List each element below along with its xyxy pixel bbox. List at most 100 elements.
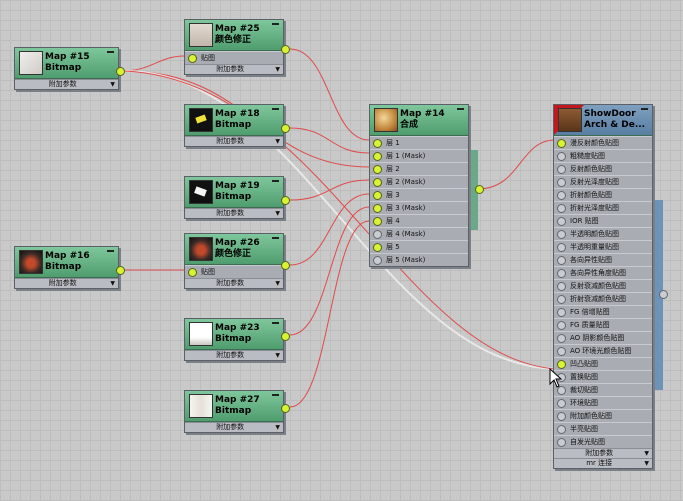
input-slot[interactable]: 凹凸贴图: [554, 357, 652, 370]
input-socket[interactable]: [373, 165, 382, 174]
output-socket[interactable]: [659, 290, 668, 299]
input-slot[interactable]: FG 倍增贴图: [554, 305, 652, 318]
input-slot[interactable]: 环境贴图: [554, 396, 652, 409]
node-header[interactable]: Map #23 Bitmap: [185, 319, 283, 350]
input-socket[interactable]: [557, 425, 566, 434]
params-rollout[interactable]: 附加参数▼: [15, 278, 118, 288]
input-socket[interactable]: [373, 230, 382, 239]
chevron-down-icon[interactable]: ▼: [644, 450, 649, 457]
input-socket[interactable]: [373, 243, 382, 252]
input-socket[interactable]: [557, 308, 566, 317]
input-socket[interactable]: [557, 178, 566, 187]
chevron-down-icon[interactable]: ▼: [110, 280, 115, 287]
params-rollout[interactable]: 附加参数▼: [185, 422, 283, 432]
input-socket[interactable]: [557, 243, 566, 252]
params-rollout[interactable]: 附加参数▼: [15, 79, 118, 89]
minimize-icon[interactable]: [272, 23, 279, 25]
node-map18[interactable]: Map #18 Bitmap 附加参数▼: [184, 104, 290, 147]
input-socket[interactable]: [557, 438, 566, 447]
output-socket[interactable]: [281, 261, 290, 270]
chevron-down-icon[interactable]: ▼: [275, 424, 280, 431]
input-slot[interactable]: 附加颜色贴图: [554, 409, 652, 422]
node-header[interactable]: Map #14 合成: [370, 105, 468, 136]
minimize-icon[interactable]: [272, 237, 279, 239]
input-socket[interactable]: [373, 191, 382, 200]
input-socket[interactable]: [373, 217, 382, 226]
input-slot-layer1[interactable]: 层 1: [370, 136, 468, 149]
input-slot[interactable]: 反射光泽度贴图: [554, 175, 652, 188]
node-map19[interactable]: Map #19 Bitmap 附加参数▼: [184, 176, 290, 219]
input-slot[interactable]: 贴图: [185, 51, 283, 64]
chevron-down-icon[interactable]: ▼: [275, 138, 280, 145]
input-socket[interactable]: [373, 204, 382, 213]
mr-connection-rollout[interactable]: mr 连接▼: [554, 458, 652, 468]
input-socket[interactable]: [557, 217, 566, 226]
input-socket[interactable]: [557, 412, 566, 421]
input-socket[interactable]: [188, 268, 197, 277]
input-socket[interactable]: [557, 360, 566, 369]
input-slot-layer1-mask[interactable]: 层 1 (Mask): [370, 149, 468, 162]
input-slot[interactable]: 裁切贴图: [554, 383, 652, 396]
chevron-down-icon[interactable]: ▼: [644, 460, 649, 467]
node-map26[interactable]: Map #26 颜色修正 贴图 附加参数▼: [184, 233, 290, 289]
input-socket[interactable]: [557, 191, 566, 200]
minimize-icon[interactable]: [107, 51, 114, 53]
input-socket[interactable]: [373, 139, 382, 148]
input-slot[interactable]: AO 阴影颜色贴图: [554, 331, 652, 344]
chevron-down-icon[interactable]: ▼: [275, 66, 280, 73]
input-slot[interactable]: 各向异性角度贴图: [554, 266, 652, 279]
output-socket[interactable]: [116, 266, 125, 275]
params-rollout[interactable]: 附加参数▼: [185, 64, 283, 74]
input-socket[interactable]: [557, 230, 566, 239]
node-header[interactable]: Map #26 颜色修正: [185, 234, 283, 265]
input-socket[interactable]: [557, 139, 566, 148]
input-socket[interactable]: [557, 165, 566, 174]
input-slot[interactable]: 反射衰减颜色贴图: [554, 279, 652, 292]
input-slot-layer3-mask[interactable]: 层 3 (Mask): [370, 201, 468, 214]
input-slot[interactable]: FG 质量贴图: [554, 318, 652, 331]
params-rollout[interactable]: 附加参数▼: [185, 208, 283, 218]
minimize-icon[interactable]: [272, 394, 279, 396]
input-slot-layer2-mask[interactable]: 层 2 (Mask): [370, 175, 468, 188]
output-socket[interactable]: [116, 67, 125, 76]
output-socket[interactable]: [281, 124, 290, 133]
params-rollout[interactable]: 附加参数▼: [554, 448, 652, 458]
input-socket[interactable]: [373, 178, 382, 187]
input-socket[interactable]: [557, 256, 566, 265]
minimize-icon[interactable]: [272, 108, 279, 110]
input-slot-layer2[interactable]: 层 2: [370, 162, 468, 175]
node-map25[interactable]: Map #25 颜色修正 贴图 附加参数▼: [184, 19, 290, 75]
output-socket[interactable]: [281, 45, 290, 54]
input-slot[interactable]: 半透明重量贴图: [554, 240, 652, 253]
node-header[interactable]: ShowDoor Arch & De...: [554, 105, 652, 136]
node-map23[interactable]: Map #23 Bitmap 附加参数▼: [184, 318, 290, 361]
input-socket[interactable]: [557, 399, 566, 408]
node-header[interactable]: Map #25 颜色修正: [185, 20, 283, 51]
node-header[interactable]: Map #16 Bitmap: [15, 247, 118, 278]
input-socket[interactable]: [557, 334, 566, 343]
input-socket[interactable]: [557, 347, 566, 356]
input-slot[interactable]: 自发光贴图: [554, 435, 652, 448]
input-slot[interactable]: 各向异性贴图: [554, 253, 652, 266]
input-slot-layer4[interactable]: 层 4: [370, 214, 468, 227]
minimize-icon[interactable]: [272, 322, 279, 324]
input-socket[interactable]: [557, 321, 566, 330]
input-slot[interactable]: 贴图: [185, 265, 283, 278]
node-map16[interactable]: Map #16 Bitmap 附加参数▼: [14, 246, 125, 289]
node-map14[interactable]: Map #14 合成 层 1 层 1 (Mask) 层 2 层 2 (Mask)…: [369, 104, 484, 267]
input-socket[interactable]: [557, 269, 566, 278]
input-slot[interactable]: 粗糙度贴图: [554, 149, 652, 162]
minimize-icon[interactable]: [457, 108, 464, 110]
node-header[interactable]: Map #18 Bitmap: [185, 105, 283, 136]
input-slot[interactable]: 折射光泽度贴图: [554, 201, 652, 214]
input-socket[interactable]: [557, 204, 566, 213]
chevron-down-icon[interactable]: ▼: [275, 352, 280, 359]
input-slot[interactable]: 折射衰减颜色贴图: [554, 292, 652, 305]
input-slot-layer5-mask[interactable]: 层 5 (Mask): [370, 253, 468, 266]
node-map15[interactable]: Map #15 Bitmap 附加参数▼: [14, 47, 125, 90]
node-header[interactable]: Map #27 Bitmap: [185, 391, 283, 422]
output-socket[interactable]: [281, 332, 290, 341]
input-socket[interactable]: [373, 152, 382, 161]
chevron-down-icon[interactable]: ▼: [275, 210, 280, 217]
input-socket[interactable]: [557, 295, 566, 304]
